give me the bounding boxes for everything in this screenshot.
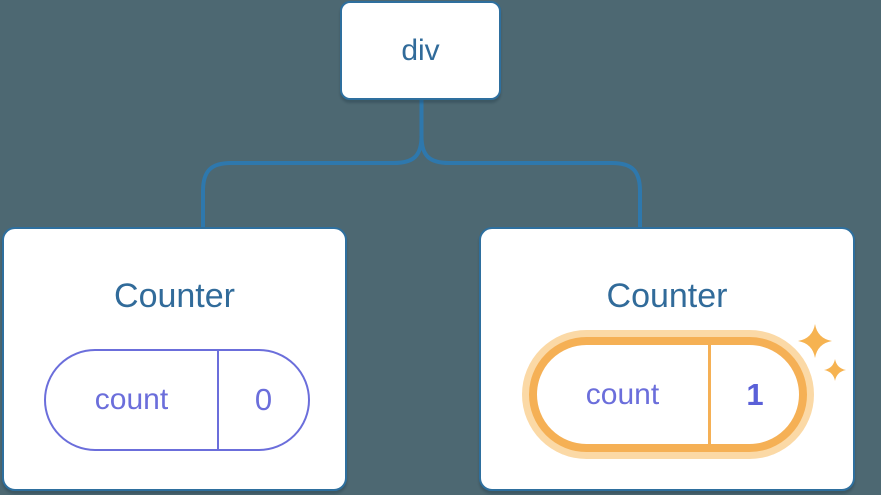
root-node-label: div bbox=[401, 33, 440, 67]
counter-card-right: Counter count 1 bbox=[479, 227, 855, 491]
counter-title: Counter bbox=[114, 277, 235, 315]
state-value: 0 bbox=[254, 382, 273, 417]
root-node-div: div bbox=[340, 1, 501, 100]
counter-title: Counter bbox=[606, 277, 728, 315]
state-key-label: count bbox=[46, 351, 219, 449]
connector-left-branch bbox=[201, 100, 424, 227]
connector-right-branch bbox=[419, 100, 642, 227]
sparkle-small bbox=[824, 359, 846, 381]
state-pill-highlighted: count 1 bbox=[529, 337, 807, 452]
state-key-label: count bbox=[537, 345, 711, 444]
sparkles-icon bbox=[798, 324, 846, 381]
state-pill: count 0 bbox=[44, 349, 310, 451]
state-value-updated: 1 bbox=[746, 376, 764, 412]
counter-card-left: Counter count 0 bbox=[2, 227, 347, 491]
sparkle-large bbox=[798, 324, 832, 358]
